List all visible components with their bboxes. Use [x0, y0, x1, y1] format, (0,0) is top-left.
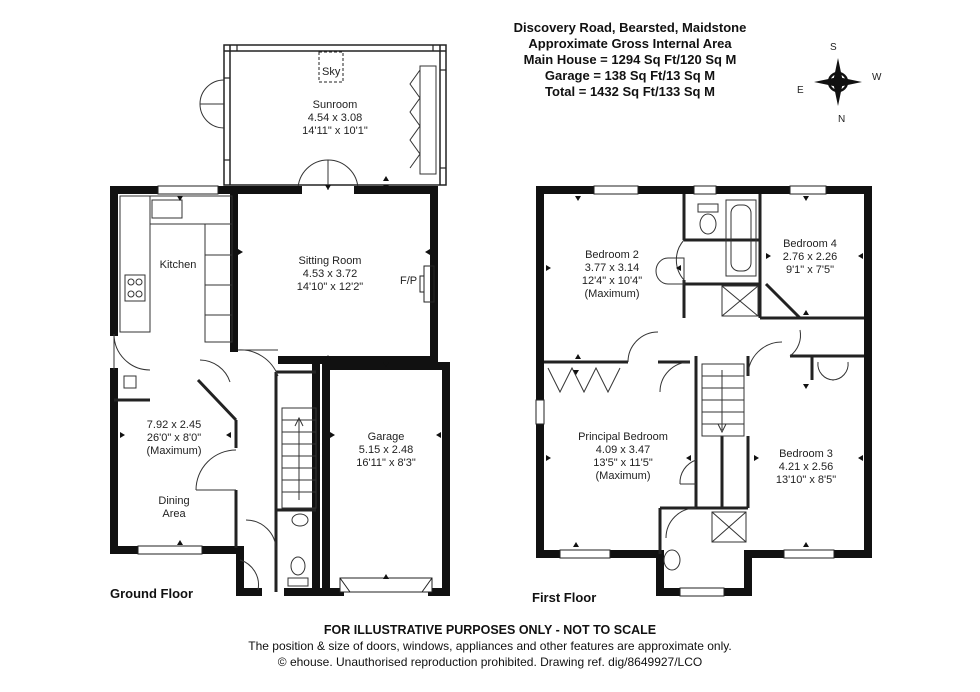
area-title: Approximate Gross Internal Area [528, 36, 732, 51]
bedroom3-name: Bedroom 3 [779, 448, 833, 460]
bedroom2-metric: 3.77 x 3.14 [585, 262, 639, 274]
principal-bedroom-imperial: 13'5" x 11'5" [593, 457, 653, 469]
ground-floor-label: Ground Floor [110, 586, 193, 601]
principal-bedroom-metric: 4.09 x 3.47 [596, 444, 650, 456]
main-house-area: Main House = 1294 Sq Ft/120 Sq M [523, 52, 737, 67]
dining-name-2: Area [162, 508, 186, 520]
sunroom-walls [223, 44, 447, 186]
compass-w: W [872, 72, 882, 83]
dining-name-1: Dining [158, 495, 189, 507]
principal-bedroom-name: Principal Bedroom [578, 431, 668, 443]
bedroom2-imperial: 12'4" x 10'4" [582, 275, 642, 287]
sunroom-name: Sunroom [313, 99, 358, 111]
disclaimer-text: The position & size of doors, windows, a… [248, 639, 732, 653]
skylight [318, 51, 344, 83]
dining-imperial: 26'0" x 8'0" [147, 432, 201, 444]
area-header: Discovery Road, Bearsted, Maidstone Appr… [440, 20, 820, 100]
first-floor-label: First Floor [532, 590, 596, 605]
compass-e: E [797, 85, 804, 96]
skylight-label: Sky [322, 66, 341, 78]
disclaimer-title: FOR ILLUSTRATIVE PURPOSES ONLY - NOT TO … [323, 623, 657, 637]
sitting-room-metric: 4.53 x 3.72 [303, 268, 357, 280]
garage-imperial: 16'11" x 8'3" [356, 457, 416, 469]
bedroom4-name: Bedroom 4 [783, 238, 837, 250]
sunroom-imperial: 14'11" x 10'1" [302, 125, 368, 137]
bedroom4-imperial: 9'1" x 7'5" [786, 264, 834, 276]
fireplace-label: F/P [400, 275, 417, 287]
sitting-room-imperial: 14'10" x 12'2" [297, 281, 364, 293]
garage-name: Garage [368, 431, 405, 443]
first-floor-plan: Bedroom 2 3.77 x 3.14 12'4" x 10'4" (Max… [532, 185, 872, 605]
kitchen-name: Kitchen [160, 259, 197, 271]
copyright-text: © ehouse. Unauthorised reproduction proh… [277, 655, 703, 669]
principal-bedroom-note: (Maximum) [596, 470, 651, 482]
compass-n: N [838, 114, 845, 125]
garage-area: Garage = 138 Sq Ft/13 Sq M [544, 68, 716, 83]
ground-floor-plan: Sky [110, 44, 450, 601]
bedroom2-note: (Maximum) [585, 288, 640, 300]
total-area: Total = 1432 Sq Ft/133 Sq M [545, 84, 715, 99]
bedroom3-imperial: 13'10" x 8'5" [776, 474, 836, 486]
sunroom-metric: 4.54 x 3.08 [308, 112, 362, 124]
garage-metric: 5.15 x 2.48 [359, 444, 413, 456]
address-title: Discovery Road, Bearsted, Maidstone [513, 20, 747, 35]
dining-note: (Maximum) [147, 445, 202, 457]
compass-s: S [830, 42, 837, 53]
disclaimer-footer: FOR ILLUSTRATIVE PURPOSES ONLY - NOT TO … [180, 622, 800, 670]
dining-metric: 7.92 x 2.45 [147, 419, 201, 431]
bedroom2-name: Bedroom 2 [585, 249, 639, 261]
compass: S W E N [797, 42, 882, 125]
bedroom4-metric: 2.76 x 2.26 [783, 251, 837, 263]
bedroom3-metric: 4.21 x 2.56 [779, 461, 833, 473]
sitting-room-name: Sitting Room [299, 255, 362, 267]
